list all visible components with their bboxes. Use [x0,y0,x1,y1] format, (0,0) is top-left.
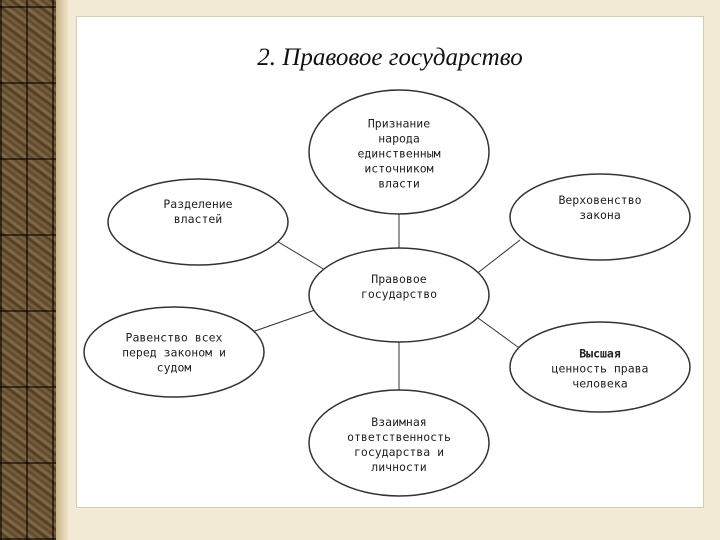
connector-right-top [474,239,521,276]
slide-title: 2. Правовое государство [0,38,720,78]
node-left-top-ellipse [107,178,289,266]
node-left-top-label: Разделение властей [163,197,233,226]
slide-title-text: 2. Правовое государство [257,44,523,71]
node-right-bottom-label-rest: ценность права человека [551,361,649,391]
node-left-bottom-ellipse [83,306,265,398]
node-bottom-ellipse [308,389,490,497]
connector-right-bottom [477,317,523,351]
node-center-label: Правовое государство [360,272,438,301]
connector-left-bottom [251,309,316,333]
border-edge [56,0,68,540]
node-top-ellipse [308,89,490,215]
node-right-top-label: Верховенство закона [558,193,642,222]
node-bottom-label: Взаимная ответственность государства и л… [347,415,451,474]
node-right-bottom-ellipse [509,321,691,413]
node-left-bottom-label: Равенство всех перед законом и судом [122,330,226,375]
node-right-top-ellipse [509,173,691,261]
connector-left-top [274,239,326,271]
node-right-bottom-label: Высшая ценность права человека [552,347,649,392]
decorative-border [0,0,56,540]
node-right-bottom-label-line1: Высшая [579,346,621,361]
node-center-ellipse [308,247,490,343]
node-top-label: Признание народа единственным источником… [357,116,441,191]
